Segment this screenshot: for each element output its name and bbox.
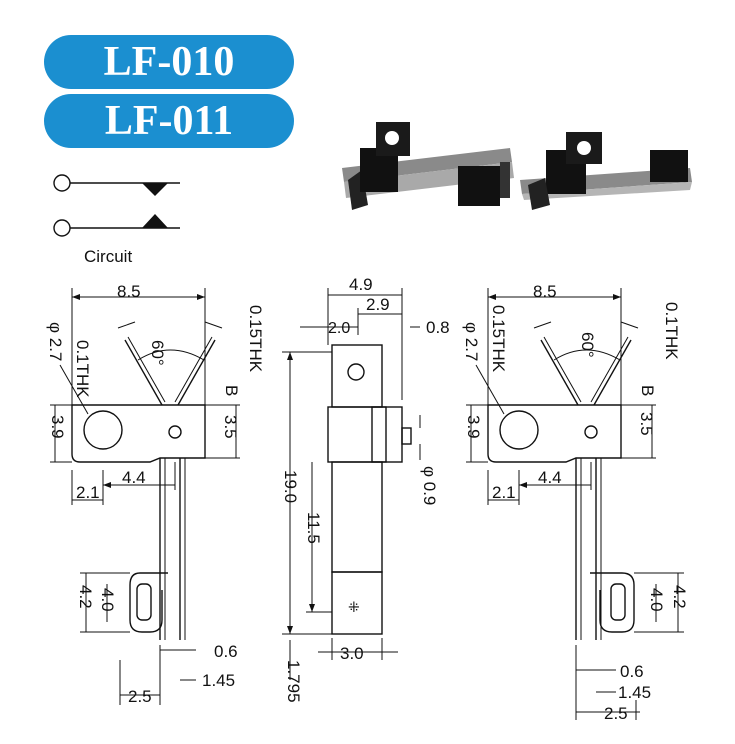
spring-right — [593, 339, 632, 406]
left-angle: 60° — [148, 340, 167, 366]
right-pin-offset: 1.45 — [618, 683, 651, 702]
left-hook-inner: 4.0 — [98, 588, 117, 612]
left-view — [50, 288, 240, 705]
right-height-left: 3.9 — [464, 415, 483, 439]
left-hole-dia: φ 2.7 — [46, 322, 65, 361]
model-badge-lf-010: LF-010 — [44, 35, 294, 89]
svg-text:⁜: ⁜ — [348, 600, 360, 616]
left-width: 8.5 — [117, 282, 141, 301]
right-hook-outer: 4.2 — [670, 585, 689, 609]
terminal-hook — [129, 572, 168, 633]
left-hook-outer: 4.2 — [76, 585, 95, 609]
side-length: 19.0 — [281, 470, 300, 503]
circuit-symbol — [53, 174, 180, 237]
right-label-b: B — [638, 385, 657, 396]
side-width-c: 2.0 — [328, 320, 350, 337]
side-contact-dia: φ 0.9 — [420, 466, 439, 505]
right-height-right: 3.5 — [637, 412, 656, 436]
right-thk-left: 0.15THK — [489, 305, 508, 373]
rivet-hole — [584, 425, 598, 439]
left-thk-left: 0.1THK — [73, 340, 92, 398]
left-pin-pitch: 2.5 — [128, 687, 152, 706]
left-height-right: 3.5 — [221, 415, 240, 439]
rivet-hole — [168, 425, 182, 439]
side-upper-body — [331, 344, 383, 408]
contact-plate — [487, 404, 622, 463]
mounting-hole — [499, 410, 539, 450]
left-offset-b: 2.1 — [76, 483, 100, 502]
right-pin-pitch: 2.5 — [604, 704, 628, 723]
right-offset-b: 2.1 — [492, 483, 516, 502]
right-pin-width: 0.6 — [620, 662, 644, 681]
contact-plate — [71, 404, 206, 463]
terminal-hook — [590, 572, 635, 633]
model-badge-lf-011: LF-011 — [44, 94, 294, 148]
right-width: 8.5 — [533, 282, 557, 301]
left-pin-width: 0.6 — [214, 642, 238, 661]
side-width-b: 2.9 — [366, 295, 390, 314]
product-photo-lf-011 — [520, 132, 692, 210]
side-tip-width: 3.0 — [340, 644, 364, 663]
spring-left — [124, 339, 163, 406]
right-view — [466, 288, 684, 720]
side-length-b: 11.5 — [304, 512, 323, 544]
left-label-b: B — [222, 385, 241, 396]
left-height-left: 3.9 — [48, 415, 67, 439]
left-pin-offset: 1.45 — [202, 671, 235, 690]
terminal-circle-top — [53, 174, 71, 192]
circuit-label: Circuit — [84, 247, 132, 266]
right-angle: 60° — [578, 332, 597, 358]
side-tip — [331, 571, 383, 635]
right-thk-right: 0.1THK — [662, 302, 681, 360]
spring-left — [540, 339, 579, 406]
spring-right — [177, 339, 216, 406]
right-hole-dia: φ 2.7 — [462, 322, 481, 361]
left-offset-a: 4.4 — [122, 468, 146, 487]
side-width: 4.9 — [349, 275, 373, 294]
left-thk-right: 0.15THK — [246, 305, 265, 373]
terminal-circle-bottom — [53, 219, 71, 237]
side-tab: 0.8 — [426, 318, 450, 337]
right-offset-a: 4.4 — [538, 468, 562, 487]
side-housing — [327, 406, 387, 463]
right-hook-inner: 4.0 — [647, 588, 666, 612]
mounting-hole — [83, 410, 123, 450]
side-tip-length: 1.795 — [284, 660, 303, 703]
side-stem — [331, 461, 383, 573]
side-view: ⁜ — [282, 288, 421, 680]
product-photo-lf-010 — [342, 122, 514, 210]
